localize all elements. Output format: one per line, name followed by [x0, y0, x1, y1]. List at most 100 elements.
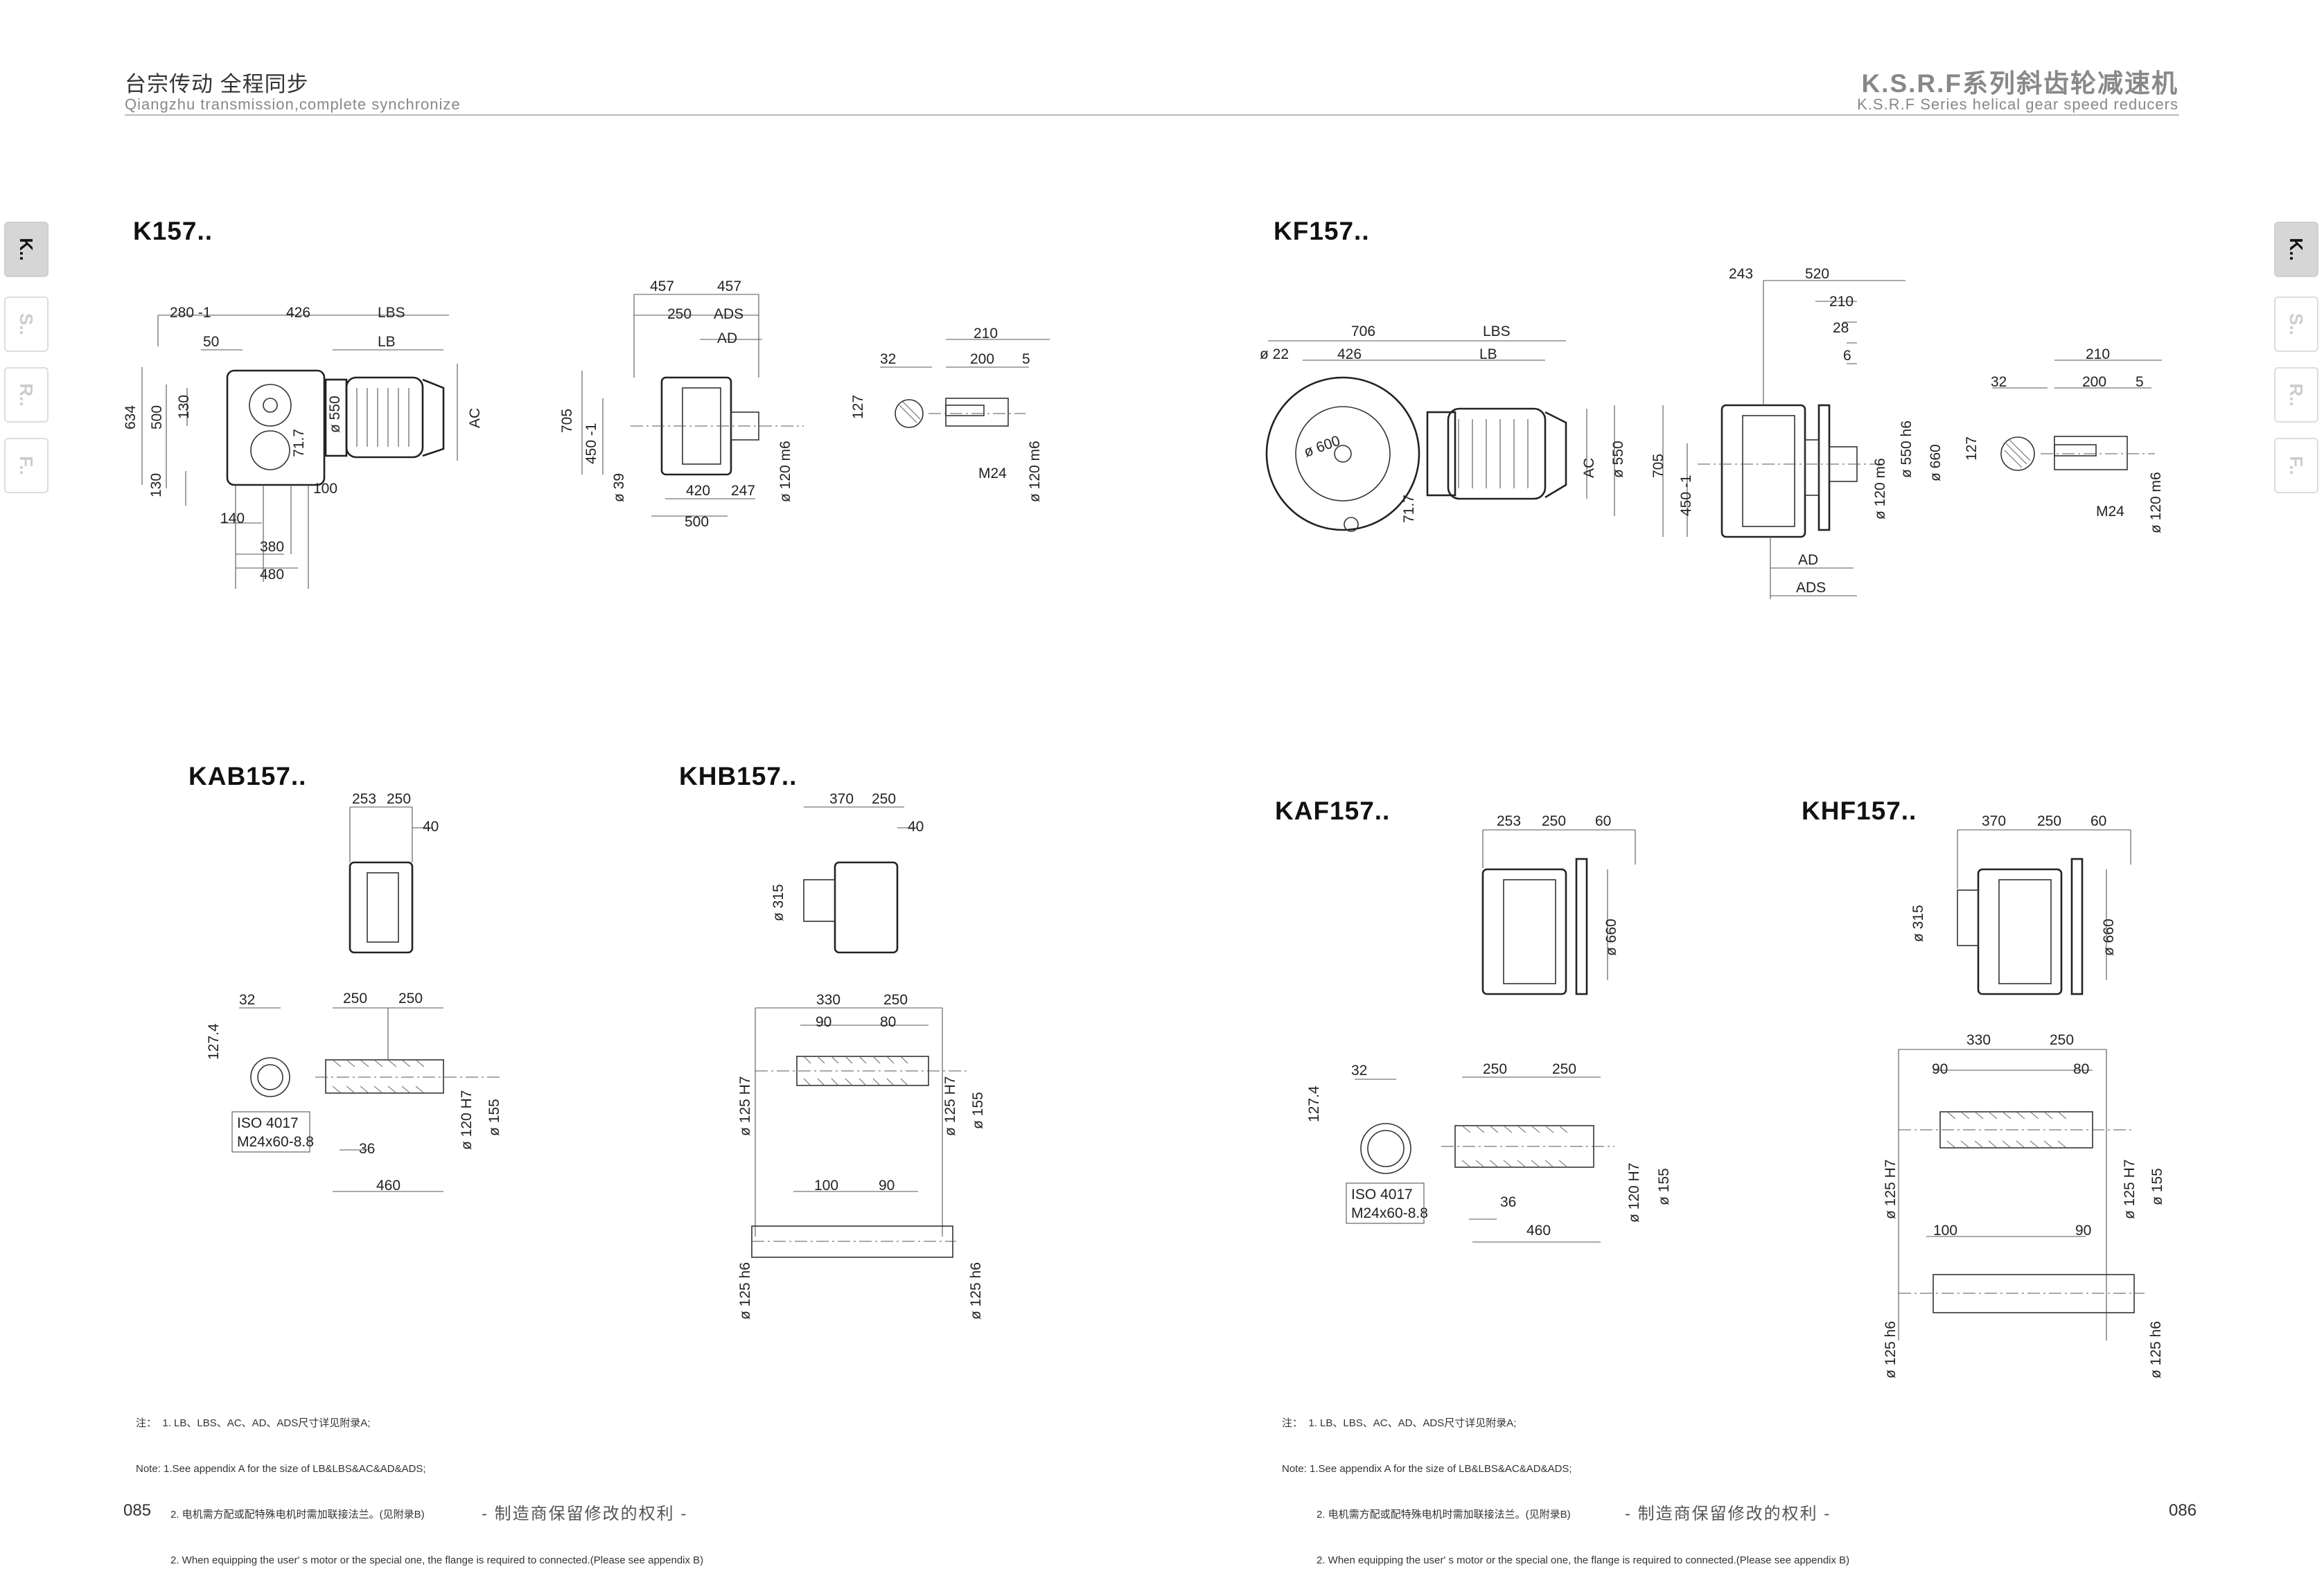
k157-dim-705: 705	[559, 409, 575, 433]
k157-dim-lbs: LBS	[378, 305, 405, 321]
khb157-dim-125h6b: ø 125 h6	[968, 1262, 984, 1320]
note-en-1-right: 1.See appendix A for the size of LB&LBS&…	[1310, 1463, 1572, 1475]
tab-f-right[interactable]: F..	[2274, 438, 2318, 493]
k157-shaft-detail: 210 32 200 5 127 M24 ø 120 m6	[850, 326, 1050, 502]
k157-dim-247: 247	[731, 483, 755, 499]
kf157-shaft-dim-m24: M24	[2096, 504, 2124, 520]
kab157-bolt-size: M24x60-8.8	[237, 1134, 314, 1150]
kaf157-dim-32: 32	[1351, 1063, 1367, 1079]
khf157-dim-315: ø 315	[1910, 905, 1926, 942]
kaf157-bolt-size: M24x60-8.8	[1351, 1205, 1428, 1221]
note-zh-2-left: 2. 电机需方配或配特殊电机时需加联接法兰。(见附录B)	[170, 1509, 425, 1520]
kf157-dim-lbs: LBS	[1483, 323, 1511, 339]
khf157-dim-90: 90	[1932, 1061, 1948, 1077]
k157-side-view: 280 -1 426 LBS 50 LB 634 500 130 130 ø 5…	[123, 305, 483, 589]
kf157-dim-ac: AC	[1581, 458, 1597, 478]
k157-shaft-dim-127: 127	[850, 395, 866, 419]
note-en-2-right: 2. When equipping the user' s motor or t…	[1317, 1554, 1850, 1566]
kab157-dim-250a: 250	[343, 991, 367, 1007]
kab157-dim-36: 36	[359, 1141, 375, 1157]
model-title-kf157: KF157..	[1274, 217, 1370, 245]
kaf157-dim-250: 250	[1542, 813, 1566, 829]
khf157-dim-330: 330	[1966, 1032, 1991, 1048]
khf157-dim-80: 80	[2073, 1061, 2089, 1077]
kab157-dim-32: 32	[239, 992, 255, 1008]
tab-k-left[interactable]: K..	[4, 222, 49, 277]
kaf157-dim-660: ø 660	[1603, 919, 1619, 956]
khb157-dim-155: ø 155	[970, 1092, 986, 1129]
k157-dim-457b: 457	[717, 278, 741, 294]
kaf157-dim-460: 460	[1526, 1223, 1551, 1239]
k157-dim-71-7: 71.7	[291, 429, 307, 457]
khb157-dim-125h7b: ø 125 H7	[942, 1076, 958, 1136]
model-title-k157: K157..	[133, 217, 213, 245]
khf157-dim-60: 60	[2090, 813, 2106, 829]
notes-right: 注： 1. LB、LBS、AC、AD、ADS尺寸详见附录A; Note: 1.S…	[1282, 1385, 1849, 1584]
k157-dim-380: 380	[260, 539, 284, 555]
k157-shaft-dim-5: 5	[1022, 351, 1030, 367]
khb157-drawing: 370 250 40 ø 315 330 250 90 80 ø 125 H7 …	[737, 791, 986, 1320]
k157-dim-130a: 130	[176, 395, 192, 419]
k157-dim-457a: 457	[650, 278, 674, 294]
note-zh-1-right: 1. LB、LBS、AC、AD、ADS尺寸详见附录A;	[1308, 1417, 1517, 1429]
k157-shaft-dim-32: 32	[880, 351, 896, 367]
tab-r-left[interactable]: R..	[4, 367, 49, 423]
rights-notice-right: - 制造商保留修改的权利 -	[1625, 1505, 1831, 1523]
kaf157-dim-253: 253	[1497, 813, 1521, 829]
k157-dim-450: 450 -1	[583, 423, 599, 464]
k157-dim-130b: 130	[148, 473, 164, 497]
khf157-dim-155: ø 155	[2149, 1168, 2165, 1205]
kf157-dim-ad: AD	[1798, 552, 1818, 568]
kf157-shaft-dim-5: 5	[2136, 374, 2144, 390]
tab-k-right[interactable]: K..	[2274, 222, 2318, 277]
khb157-dim-125h7a: ø 125 H7	[737, 1076, 753, 1136]
note-zh-label-left: 注：	[136, 1417, 157, 1429]
kf157-dim-660: ø 660	[1928, 444, 1944, 481]
kab157-dim-250b: 250	[398, 991, 423, 1007]
kf157-dim-120m6: ø 120 m6	[1872, 458, 1888, 520]
kf157-dim-426: 426	[1337, 346, 1362, 362]
tab-f-left[interactable]: F..	[4, 438, 49, 493]
kaf157-dim-127-4: 127.4	[1306, 1085, 1322, 1122]
khb157-dim-315: ø 315	[771, 884, 786, 921]
k157-dim-39: ø 39	[611, 473, 627, 502]
khf157-dim-125h7a: ø 125 H7	[1883, 1160, 1899, 1219]
kaf157-dim-120h7: ø 120 H7	[1626, 1163, 1642, 1223]
kf157-dim-22: ø 22	[1260, 346, 1289, 362]
khf157-dim-125h6b: ø 125 h6	[2148, 1321, 2164, 1378]
kf157-dim-520: 520	[1805, 266, 1829, 282]
kaf157-dim-60: 60	[1595, 813, 1611, 829]
khb157-dim-250b: 250	[883, 992, 908, 1008]
tab-r-right[interactable]: R..	[2274, 367, 2318, 423]
khb157-dim-100: 100	[814, 1178, 838, 1194]
kf157-shaft-detail: 210 32 200 5 127 M24 ø 120 m6	[1964, 346, 2164, 533]
k157-shaft-dim-120: ø 120 m6	[1027, 441, 1043, 502]
model-title-kab157: KAB157..	[188, 762, 307, 790]
kf157-dim-210: 210	[1829, 294, 1854, 310]
kab157-dim-155: ø 155	[486, 1099, 502, 1136]
note-zh-1-left: 1. LB、LBS、AC、AD、ADS尺寸详见附录A;	[162, 1417, 371, 1429]
tab-s-right[interactable]: S..	[2274, 296, 2318, 352]
kf157-shaft-dim-200: 200	[2082, 374, 2106, 390]
header-right-english: K.S.R.F Series helical gear speed reduce…	[1857, 96, 2178, 113]
notes-left: 注： 1. LB、LBS、AC、AD、ADS尺寸详见附录A; Note: 1.S…	[136, 1385, 703, 1584]
k157-dim-ads: ADS	[714, 306, 743, 322]
k157-dim-634: 634	[123, 405, 139, 429]
khb157-dim-40: 40	[908, 819, 924, 835]
kab157-dim-253: 253	[352, 791, 376, 807]
kf157-shaft-dim-32: 32	[1991, 374, 2007, 390]
kf157-dim-lb: LB	[1479, 346, 1497, 362]
kf157-dim-450: 450 -1	[1678, 475, 1694, 516]
k157-dim-100: 100	[313, 481, 337, 497]
khb157-dim-125h6a: ø 125 h6	[737, 1262, 753, 1320]
kf157-shaft-dim-127: 127	[1964, 436, 1980, 461]
note-en-2-left: 2. When equipping the user' s motor or t…	[170, 1554, 704, 1566]
header-rule	[125, 114, 2179, 116]
khf157-dim-250b: 250	[2050, 1032, 2074, 1048]
k157-shaft-dim-200: 200	[970, 351, 994, 367]
kf157-shaft-dim-120: ø 120 m6	[2148, 472, 2164, 533]
kab157-dim-120h7: ø 120 H7	[459, 1090, 475, 1150]
khf157-dim-125h6a: ø 125 h6	[1883, 1321, 1899, 1378]
tab-s-left[interactable]: S..	[4, 296, 49, 352]
